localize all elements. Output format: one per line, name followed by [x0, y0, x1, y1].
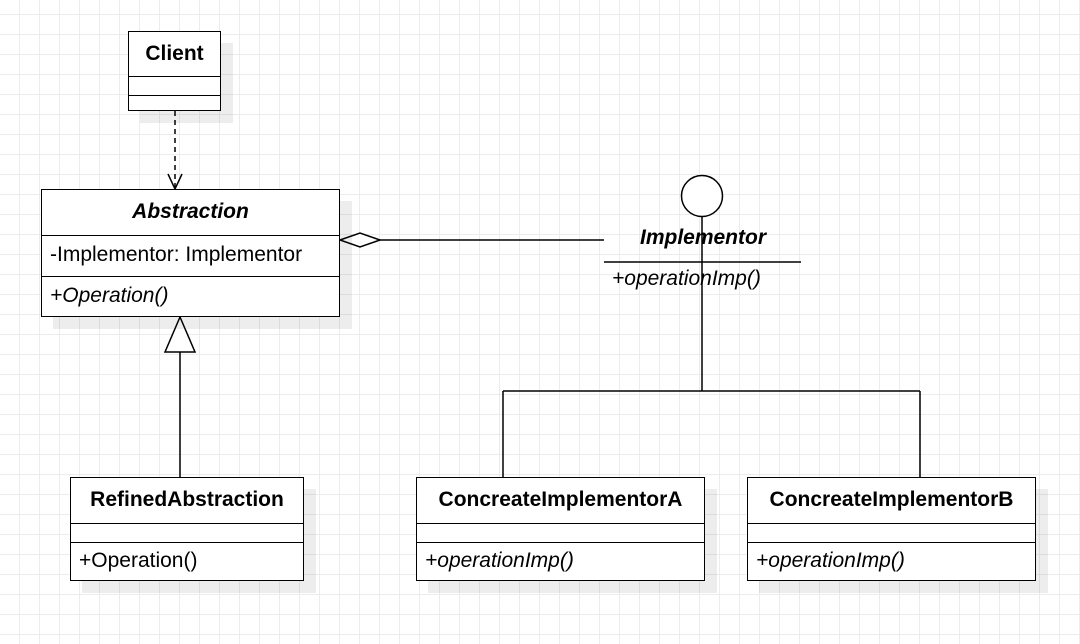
class-operations: +Operation() — [79, 549, 198, 572]
class-attributes — [129, 77, 220, 96]
class-name: RefinedAbstraction — [71, 478, 303, 524]
class-attributes: -Implementor: Implementor — [42, 236, 339, 277]
class-name: Client — [129, 32, 220, 77]
class-operations: +Operation() — [50, 284, 169, 307]
class-name: ConcreateImplementorB — [748, 478, 1035, 524]
interface-implementor-operations: +operationImp() — [612, 267, 761, 290]
generalization-arrowhead — [163, 315, 197, 353]
class-concrete-implementor-b[interactable]: ConcreateImplementorB +operationImp() — [747, 477, 1036, 581]
class-concrete-implementor-a[interactable]: ConcreateImplementorA +operationImp() — [416, 477, 705, 581]
class-attributes — [417, 524, 704, 543]
interface-lollipop-icon — [680, 174, 724, 218]
class-operations: +operationImp() — [756, 549, 905, 572]
class-refined-abstraction[interactable]: RefinedAbstraction +Operation() — [70, 477, 304, 581]
class-abstraction[interactable]: Abstraction -Implementor: Implementor +O… — [41, 189, 340, 317]
class-attributes — [748, 524, 1035, 543]
class-client[interactable]: Client — [128, 31, 221, 111]
interface-implementor-name[interactable]: Implementor — [639, 226, 767, 249]
class-name: Abstraction — [42, 190, 339, 236]
class-name: ConcreateImplementorA — [417, 478, 704, 524]
class-operations: +operationImp() — [425, 549, 574, 572]
class-attributes — [71, 524, 303, 543]
aggregation-diamond — [337, 232, 383, 248]
class-operations — [129, 96, 220, 110]
